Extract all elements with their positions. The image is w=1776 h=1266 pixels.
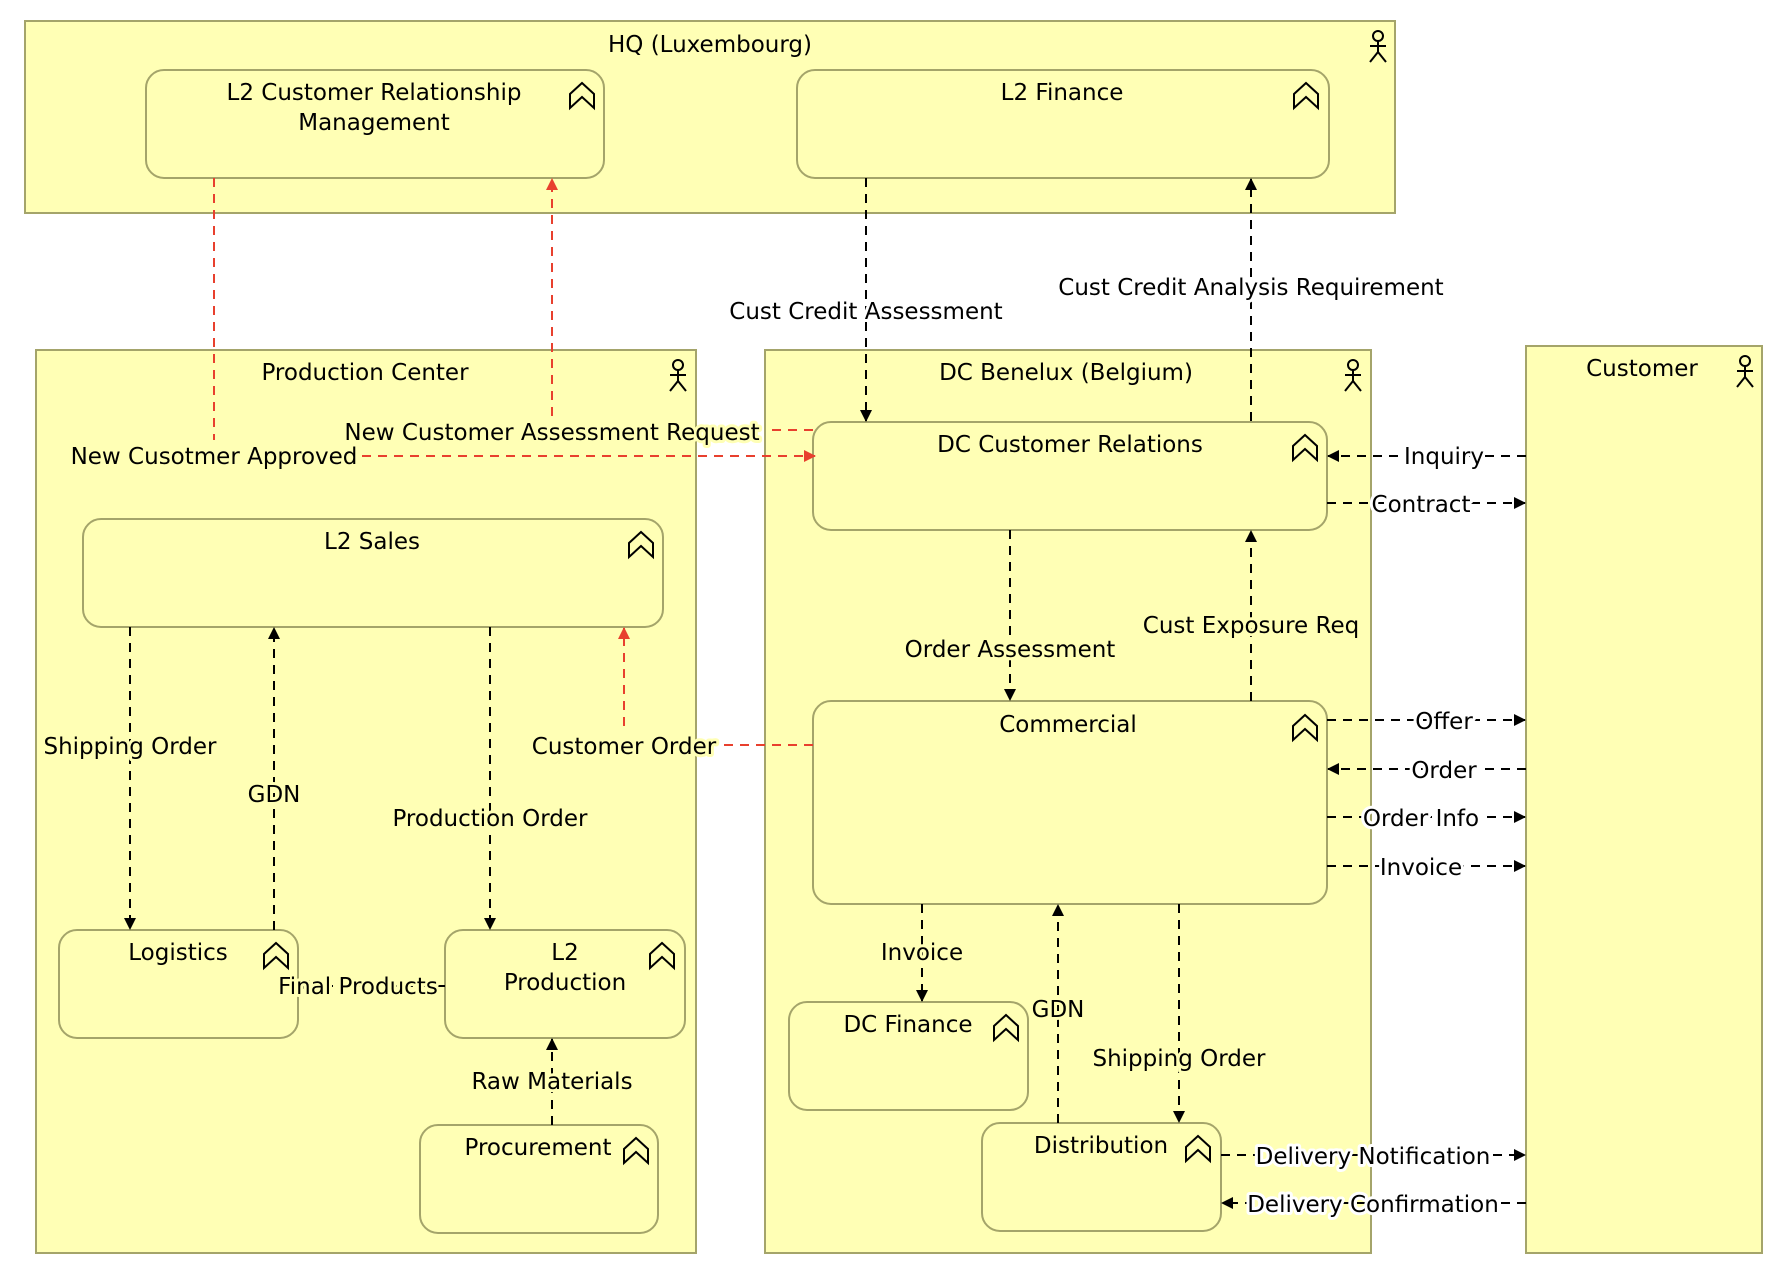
actor-customer-label: Customer (1586, 356, 1698, 382)
label-order-assessment: Order Assessment (905, 637, 1116, 663)
actor-dc-benelux-label: DC Benelux (Belgium) (939, 360, 1193, 386)
function-l2-production-label-line1: L2 (551, 940, 578, 966)
actor-production-center-label: Production Center (261, 360, 469, 386)
function-l2-crm-label-line2: Management (298, 110, 450, 136)
function-logistics-label: Logistics (128, 940, 228, 966)
function-l2-crm[interactable]: L2 Customer Relationship Management (145, 69, 605, 179)
function-procurement[interactable]: Procurement (419, 1124, 659, 1234)
label-new-customer-approved: New Cusotmer Approved (71, 444, 358, 470)
trigger-customer-order[interactable] (618, 627, 813, 746)
function-dc-finance[interactable]: DC Finance (788, 1001, 1029, 1111)
function-distribution-label: Distribution (1034, 1133, 1168, 1159)
label-contract: Contract (1372, 492, 1471, 518)
function-l2-finance-label: L2 Finance (1001, 80, 1124, 106)
label-delivery-confirmation: Delivery Confirmation (1247, 1192, 1499, 1218)
function-distribution[interactable]: Distribution (981, 1122, 1222, 1232)
function-commercial[interactable]: Commercial (812, 700, 1328, 905)
function-l2-crm-label-line1: L2 Customer Relationship (227, 80, 522, 106)
label-raw-materials: Raw Materials (471, 1069, 632, 1095)
label-invoice-dc: Invoice (881, 940, 963, 966)
function-l2-production-label-line2: Production (504, 970, 626, 996)
label-cust-credit-analysis-requirement: Cust Credit Analysis Requirement (1058, 275, 1443, 301)
label-offer: Offer (1415, 709, 1473, 735)
label-gdn-dc: GDN (1032, 997, 1085, 1023)
label-new-customer-assessment-request: New Customer Assessment Request (344, 420, 759, 446)
function-procurement-label: Procurement (465, 1135, 612, 1161)
label-gdn-pc: GDN (248, 782, 301, 808)
label-invoice-customer: Invoice (1380, 855, 1462, 881)
function-l2-sales-label: L2 Sales (324, 529, 420, 555)
label-inquiry: Inquiry (1404, 444, 1484, 470)
function-dc-customer-relations[interactable]: DC Customer Relations (812, 421, 1328, 531)
label-final-products: Final Products (278, 974, 438, 1000)
function-dc-finance-label: DC Finance (843, 1012, 972, 1038)
label-customer-order: Customer Order (532, 734, 717, 760)
function-l2-sales[interactable]: L2 Sales (82, 518, 664, 628)
label-order-info: Order Info (1363, 806, 1479, 832)
function-l2-production[interactable]: L2 Production (444, 929, 686, 1039)
label-shipping-order-dc: Shipping Order (1092, 1046, 1266, 1072)
actor-hq-label: HQ (Luxembourg) (608, 32, 812, 58)
trigger-new-customer-assessment-request[interactable] (546, 178, 813, 431)
label-production-order: Production Order (392, 806, 588, 832)
label-order: Order (1411, 758, 1477, 784)
label-shipping-order-pc: Shipping Order (43, 734, 217, 760)
label-cust-credit-assessment: Cust Credit Assessment (729, 299, 1002, 325)
label-cust-exposure-req: Cust Exposure Req (1143, 613, 1359, 639)
function-commercial-label: Commercial (999, 712, 1137, 738)
trigger-new-customer-approved[interactable] (213, 178, 816, 462)
function-dc-customer-relations-label: DC Customer Relations (937, 432, 1203, 458)
label-delivery-notification: Delivery Notification (1256, 1144, 1491, 1170)
function-logistics[interactable]: Logistics (58, 929, 299, 1039)
actor-production-center[interactable]: Production Center (35, 349, 697, 1254)
actor-customer[interactable]: Customer (1525, 345, 1763, 1254)
function-l2-finance[interactable]: L2 Finance (796, 69, 1330, 179)
